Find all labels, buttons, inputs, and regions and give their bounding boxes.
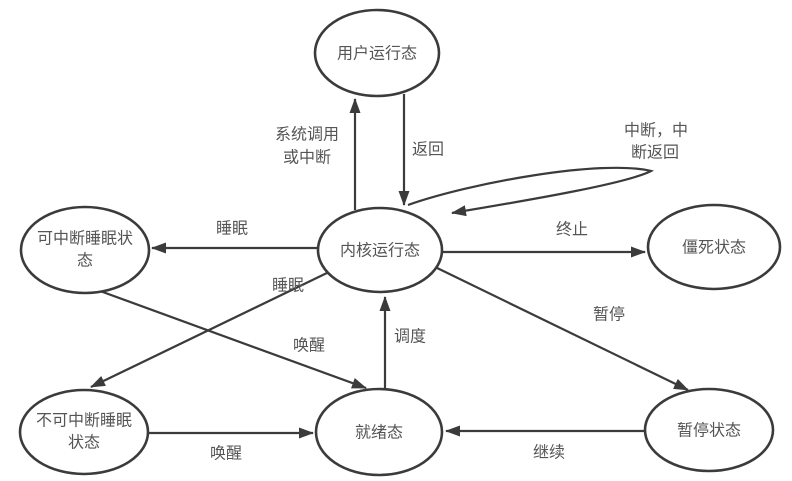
- edge-continue: 继续: [445, 425, 644, 462]
- edge-sleep-uninterruptible-label: 睡眠: [272, 277, 304, 295]
- node-zombie-shape: [646, 203, 782, 291]
- node-uninterruptible-sleep-label-line1: 不可中断睡眠: [36, 412, 132, 430]
- edge-sleep-interruptible: 睡眠: [151, 220, 318, 254]
- node-interruptible-sleep-label-line1: 可中断睡眠状: [37, 230, 133, 248]
- node-user-running-label: 用户运行态: [337, 45, 417, 63]
- node-user-running-shape: [313, 8, 441, 98]
- node-stopped-label: 暂停状态: [677, 422, 741, 440]
- node-interruptible-sleep-shape: [19, 205, 151, 295]
- node-zombie-label: 僵死状态: [682, 239, 746, 257]
- edge-schedule: 调度: [379, 296, 426, 389]
- edge-sleep-uninterruptible: 睡眠: [90, 271, 330, 388]
- node-stopped: 暂停状态: [643, 387, 775, 473]
- node-kernel-running: 内核运行态: [316, 206, 444, 294]
- edge-continue-label: 继续: [533, 444, 565, 462]
- edge-schedule-label: 调度: [394, 328, 426, 346]
- node-interruptible-sleep-label-line2: 态: [77, 252, 93, 270]
- edge-sleep-uninterruptible-line: [90, 271, 330, 388]
- edge-syscall-label-line2: 或中断: [283, 149, 331, 167]
- edge-wake-from-uninterruptible-label: 唤醒: [210, 445, 242, 463]
- node-user-running: 用户运行态: [313, 8, 441, 98]
- edge-interrupt-loop-label-line2: 断返回: [631, 144, 679, 162]
- edge-pause-label: 暂停: [593, 306, 625, 324]
- edge-wake-from-interruptible: 唤醒: [99, 289, 367, 390]
- edge-terminate-label: 终止: [556, 221, 588, 239]
- node-uninterruptible-sleep-label-line2: 状态: [68, 434, 100, 452]
- edge-interrupt-loop-label-line1: 中断，中: [624, 122, 688, 140]
- node-uninterruptible-sleep-shape: [18, 388, 150, 476]
- edge-syscall: 系统调用 或中断: [275, 98, 361, 210]
- node-uninterruptible-sleep: 不可中断睡眠 状态: [18, 388, 150, 476]
- node-kernel-running-shape: [316, 206, 444, 294]
- edge-return-label: 返回: [412, 141, 444, 159]
- edge-pause-line: [432, 265, 689, 391]
- node-ready-label: 就绪态: [355, 424, 403, 442]
- edge-interrupt-loop-path: [407, 166, 655, 217]
- node-stopped-shape: [643, 387, 775, 473]
- edge-syscall-label-line1: 系统调用: [275, 126, 339, 144]
- edge-wake-from-interruptible-line: [99, 289, 367, 390]
- edge-return: 返回: [398, 94, 444, 206]
- edge-interrupt-loop: 中断，中 断返回: [407, 122, 688, 217]
- edge-pause: 暂停: [432, 265, 689, 391]
- edge-terminate: 终止: [442, 221, 646, 258]
- edge-sleep-interruptible-label: 睡眠: [216, 220, 248, 238]
- edge-wake-from-interruptible-label: 唤醒: [293, 337, 325, 355]
- node-interruptible-sleep: 可中断睡眠状 态: [19, 205, 151, 295]
- node-kernel-running-label: 内核运行态: [340, 242, 420, 260]
- node-ready: 就绪态: [314, 387, 444, 477]
- node-ready-shape: [314, 387, 444, 477]
- node-zombie: 僵死状态: [646, 203, 782, 291]
- edge-wake-from-uninterruptible: 唤醒: [149, 427, 314, 463]
